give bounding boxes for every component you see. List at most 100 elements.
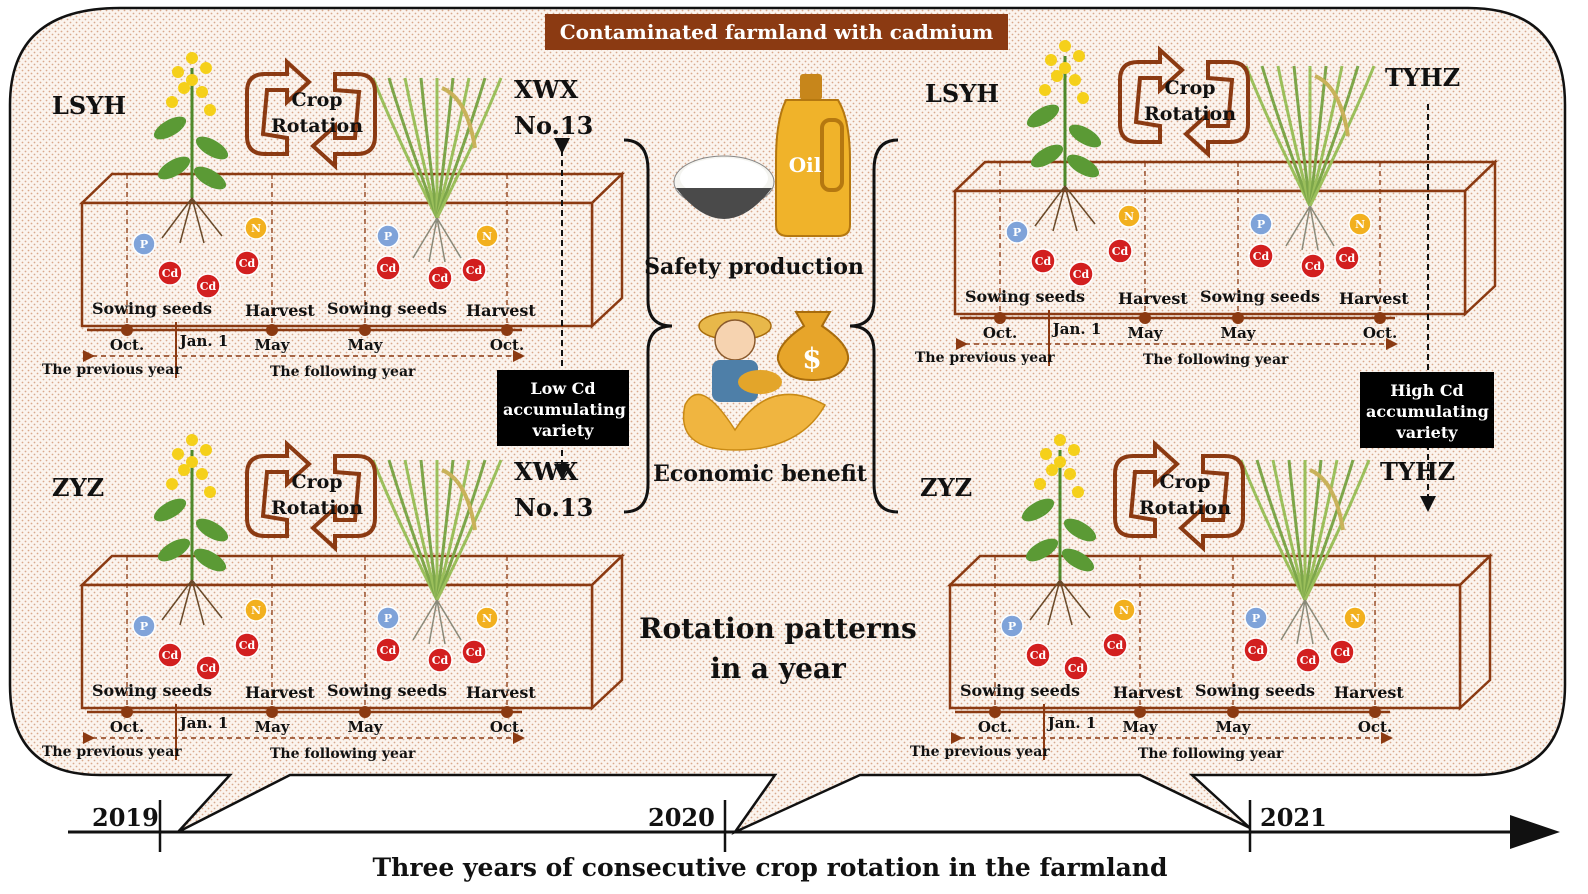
cd-dot-label: Cd <box>466 264 483 277</box>
crop-rotation-label-1: Crop <box>1159 471 1210 493</box>
time-axis-arrowhead <box>1510 815 1560 849</box>
harvest-label: Harvest <box>466 683 536 702</box>
cd-dot-label: Cd <box>1334 646 1351 659</box>
crop-b-name-line1: TYHZ <box>1385 63 1460 92</box>
n-dot <box>475 224 499 248</box>
n-dot-label: N <box>1350 612 1360 625</box>
timeline-node <box>359 706 371 718</box>
cd-dot <box>375 637 401 663</box>
timeline-node <box>1232 312 1244 324</box>
cd-dot <box>1107 238 1133 264</box>
timeline-caption: Three years of consecutive crop rotation… <box>373 853 1168 882</box>
sowing-label: Sowing seeds <box>1200 287 1320 306</box>
crop-rotation-label-2: Rotation <box>271 115 363 137</box>
crop-rotation-label-2: Rotation <box>271 497 363 519</box>
p-dot-label: P <box>1013 226 1021 239</box>
timeline-node <box>266 706 278 718</box>
cd-dot <box>157 642 183 668</box>
cd-dot <box>1334 245 1360 271</box>
cd-dot-label: Cd <box>162 267 179 280</box>
previous-year-label: The previous year <box>910 744 1050 760</box>
crop-rotation-label-1: Crop <box>291 89 342 111</box>
n-dot-label: N <box>482 612 492 625</box>
month-label-may: May <box>347 718 383 736</box>
cd-dot-label: Cd <box>1300 654 1317 667</box>
cd-dot-label: Cd <box>1248 644 1265 657</box>
cd-dot <box>195 655 221 681</box>
cd-dot <box>1300 253 1326 279</box>
p-dot-label: P <box>1008 620 1016 633</box>
dollar-sign: $ <box>802 342 821 375</box>
timeline-node <box>1369 706 1381 718</box>
cd-dot <box>1243 637 1269 663</box>
p-dot <box>376 606 400 630</box>
n-dot-label: N <box>482 230 492 243</box>
sowing-label: Sowing seeds <box>327 299 447 318</box>
cd-dot-label: Cd <box>1068 662 1085 675</box>
n-dot <box>1117 204 1141 228</box>
cd-dot <box>375 255 401 281</box>
timeline-node <box>1374 312 1386 324</box>
n-dot <box>244 598 268 622</box>
harvest-label: Harvest <box>1118 289 1188 308</box>
year-2020-label: 2020 <box>648 803 715 832</box>
cd-dot <box>1329 639 1355 665</box>
canola-plant-icon <box>1026 40 1102 232</box>
rice-plant-icon <box>1239 459 1371 645</box>
high-cd-variety-label: High Cd accumulating variety <box>1360 372 1494 448</box>
rice-plant-icon <box>371 77 503 263</box>
month-label-oct: Oct. <box>1358 718 1392 736</box>
crop-b-name-line2: No.13 <box>514 111 593 140</box>
cd-dot <box>461 639 487 665</box>
year-2019-label: 2019 <box>92 803 159 832</box>
cd-dot <box>1295 647 1321 673</box>
timeline-node <box>266 324 278 336</box>
n-dot <box>244 216 268 240</box>
timeline-node <box>501 324 513 336</box>
p-dot-label: P <box>384 612 392 625</box>
cd-dot <box>1102 632 1128 658</box>
sowing-label: Sowing seeds <box>92 681 212 700</box>
crop-rotation-label-2: Rotation <box>1139 497 1231 519</box>
sowing-label: Sowing seeds <box>965 287 1085 306</box>
n-dot-label: N <box>251 604 261 617</box>
timeline-node <box>359 324 371 336</box>
cd-dot-label: Cd <box>239 639 256 652</box>
following-year-label: The following year <box>270 364 416 380</box>
p-dot-label: P <box>140 620 148 633</box>
cd-dot <box>1030 248 1056 274</box>
rotation-patterns-line2: in a year <box>710 652 847 685</box>
crop-rotation-icon <box>245 57 377 171</box>
month-label-oct: Oct. <box>983 324 1017 342</box>
cd-dot <box>234 632 260 658</box>
cd-dot <box>427 647 453 673</box>
cd-dot <box>1063 655 1089 681</box>
timeline-node <box>1139 312 1151 324</box>
cd-dot-label: Cd <box>1030 649 1047 662</box>
farmer-icon <box>682 311 827 451</box>
month-label-oct: Oct. <box>490 718 524 736</box>
n-dot <box>1343 606 1367 630</box>
timeline-node <box>121 706 133 718</box>
p-dot <box>1000 614 1024 638</box>
harvest-label: Harvest <box>1339 289 1409 308</box>
cd-dot <box>1248 243 1274 269</box>
oil-label: Oil <box>789 153 822 177</box>
cd-dot <box>234 250 260 276</box>
month-label-oct: Oct. <box>110 336 144 354</box>
sowing-label: Sowing seeds <box>327 681 447 700</box>
timeline-node <box>994 312 1006 324</box>
previous-year-label: The previous year <box>42 744 182 760</box>
low-cd-variety-label: Low Cd accumulating variety <box>497 370 629 446</box>
month-label-may: May <box>1220 324 1256 342</box>
previous-year-label: The previous year <box>42 362 182 378</box>
cd-dot-label: Cd <box>239 257 256 270</box>
crop-b-name-line2: No.13 <box>514 493 593 522</box>
month-label-may: May <box>254 718 290 736</box>
cd-dot-label: Cd <box>1253 250 1270 263</box>
cd-dot-label: Cd <box>432 272 449 285</box>
month-label-may: May <box>1127 324 1163 342</box>
